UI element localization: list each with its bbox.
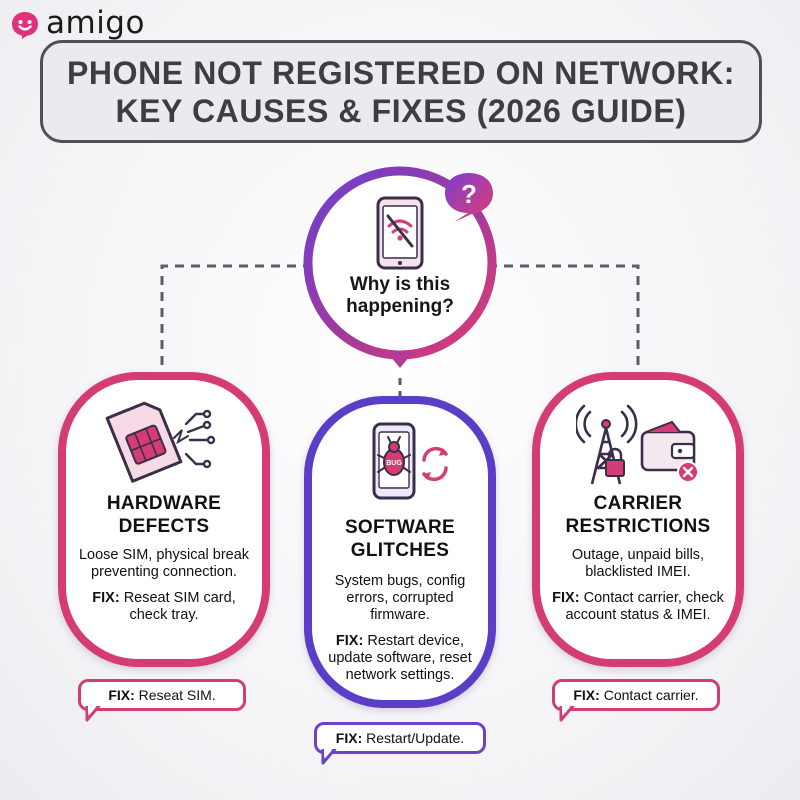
phone-bug-icon: BUG	[372, 422, 448, 500]
title-line-2: KEY CAUSES & FIXES (2026 GUIDE)	[115, 92, 687, 129]
card-description: Loose SIM, physical break preventing con…	[78, 547, 250, 580]
card-description: System bugs, config errors, corrupted fi…	[334, 573, 466, 623]
speech-tail	[85, 706, 101, 722]
card-fix: FIX: Contact carrier, check account stat…	[552, 590, 724, 623]
svg-text:BUG: BUG	[386, 460, 402, 467]
card-carrier-restrictions: CARRIER RESTRICTIONS Outage, unpaid bill…	[532, 372, 744, 667]
title-banner: PHONE NOT REGISTERED ON NETWORK: KEY CAU…	[40, 40, 762, 143]
speech-tail	[321, 749, 337, 765]
card-description: Outage, unpaid bills, blacklisted IMEI.	[571, 547, 705, 580]
speech-tail	[559, 706, 575, 722]
fix-chip-carrier: FIX: Contact carrier.	[552, 679, 720, 722]
card-title: CARRIER RESTRICTIONS	[565, 493, 711, 537]
brand-name: amigo	[46, 5, 145, 41]
title-line-1: PHONE NOT REGISTERED ON NETWORK:	[66, 54, 736, 91]
brand-logo: amigo	[10, 8, 145, 42]
card-hardware-defects: HARDWARE DEFECTS Loose SIM, physical bre…	[58, 372, 270, 667]
phone-no-signal-icon	[376, 196, 424, 270]
sim-card-icon	[105, 401, 216, 483]
cell-tower-wallet-icon	[576, 404, 699, 485]
card-fix: FIX: Reseat SIM card, check tray.	[92, 590, 236, 623]
center-bubble-content: Why is this happening?	[318, 196, 482, 336]
card-software-glitches: BUG SOFTWARE GLITCHES System bugs, confi…	[304, 396, 496, 708]
card-title: SOFTWARE GLITCHES	[344, 517, 456, 561]
dashed-connector-right	[488, 264, 640, 366]
fix-chip-software: FIX: Restart/Update.	[314, 722, 486, 765]
card-title: HARDWARE DEFECTS	[106, 493, 222, 537]
fix-chip-hardware: FIX: Reseat SIM.	[78, 679, 246, 722]
center-question: Why is this happening?	[346, 274, 454, 317]
svg-text:?: ?	[461, 179, 477, 209]
question-mark-icon: ?	[445, 173, 493, 222]
card-fix: FIX: Restart device, update software, re…	[328, 633, 472, 683]
dashed-connector-left	[160, 264, 312, 366]
smiley-chat-icon	[12, 12, 38, 39]
